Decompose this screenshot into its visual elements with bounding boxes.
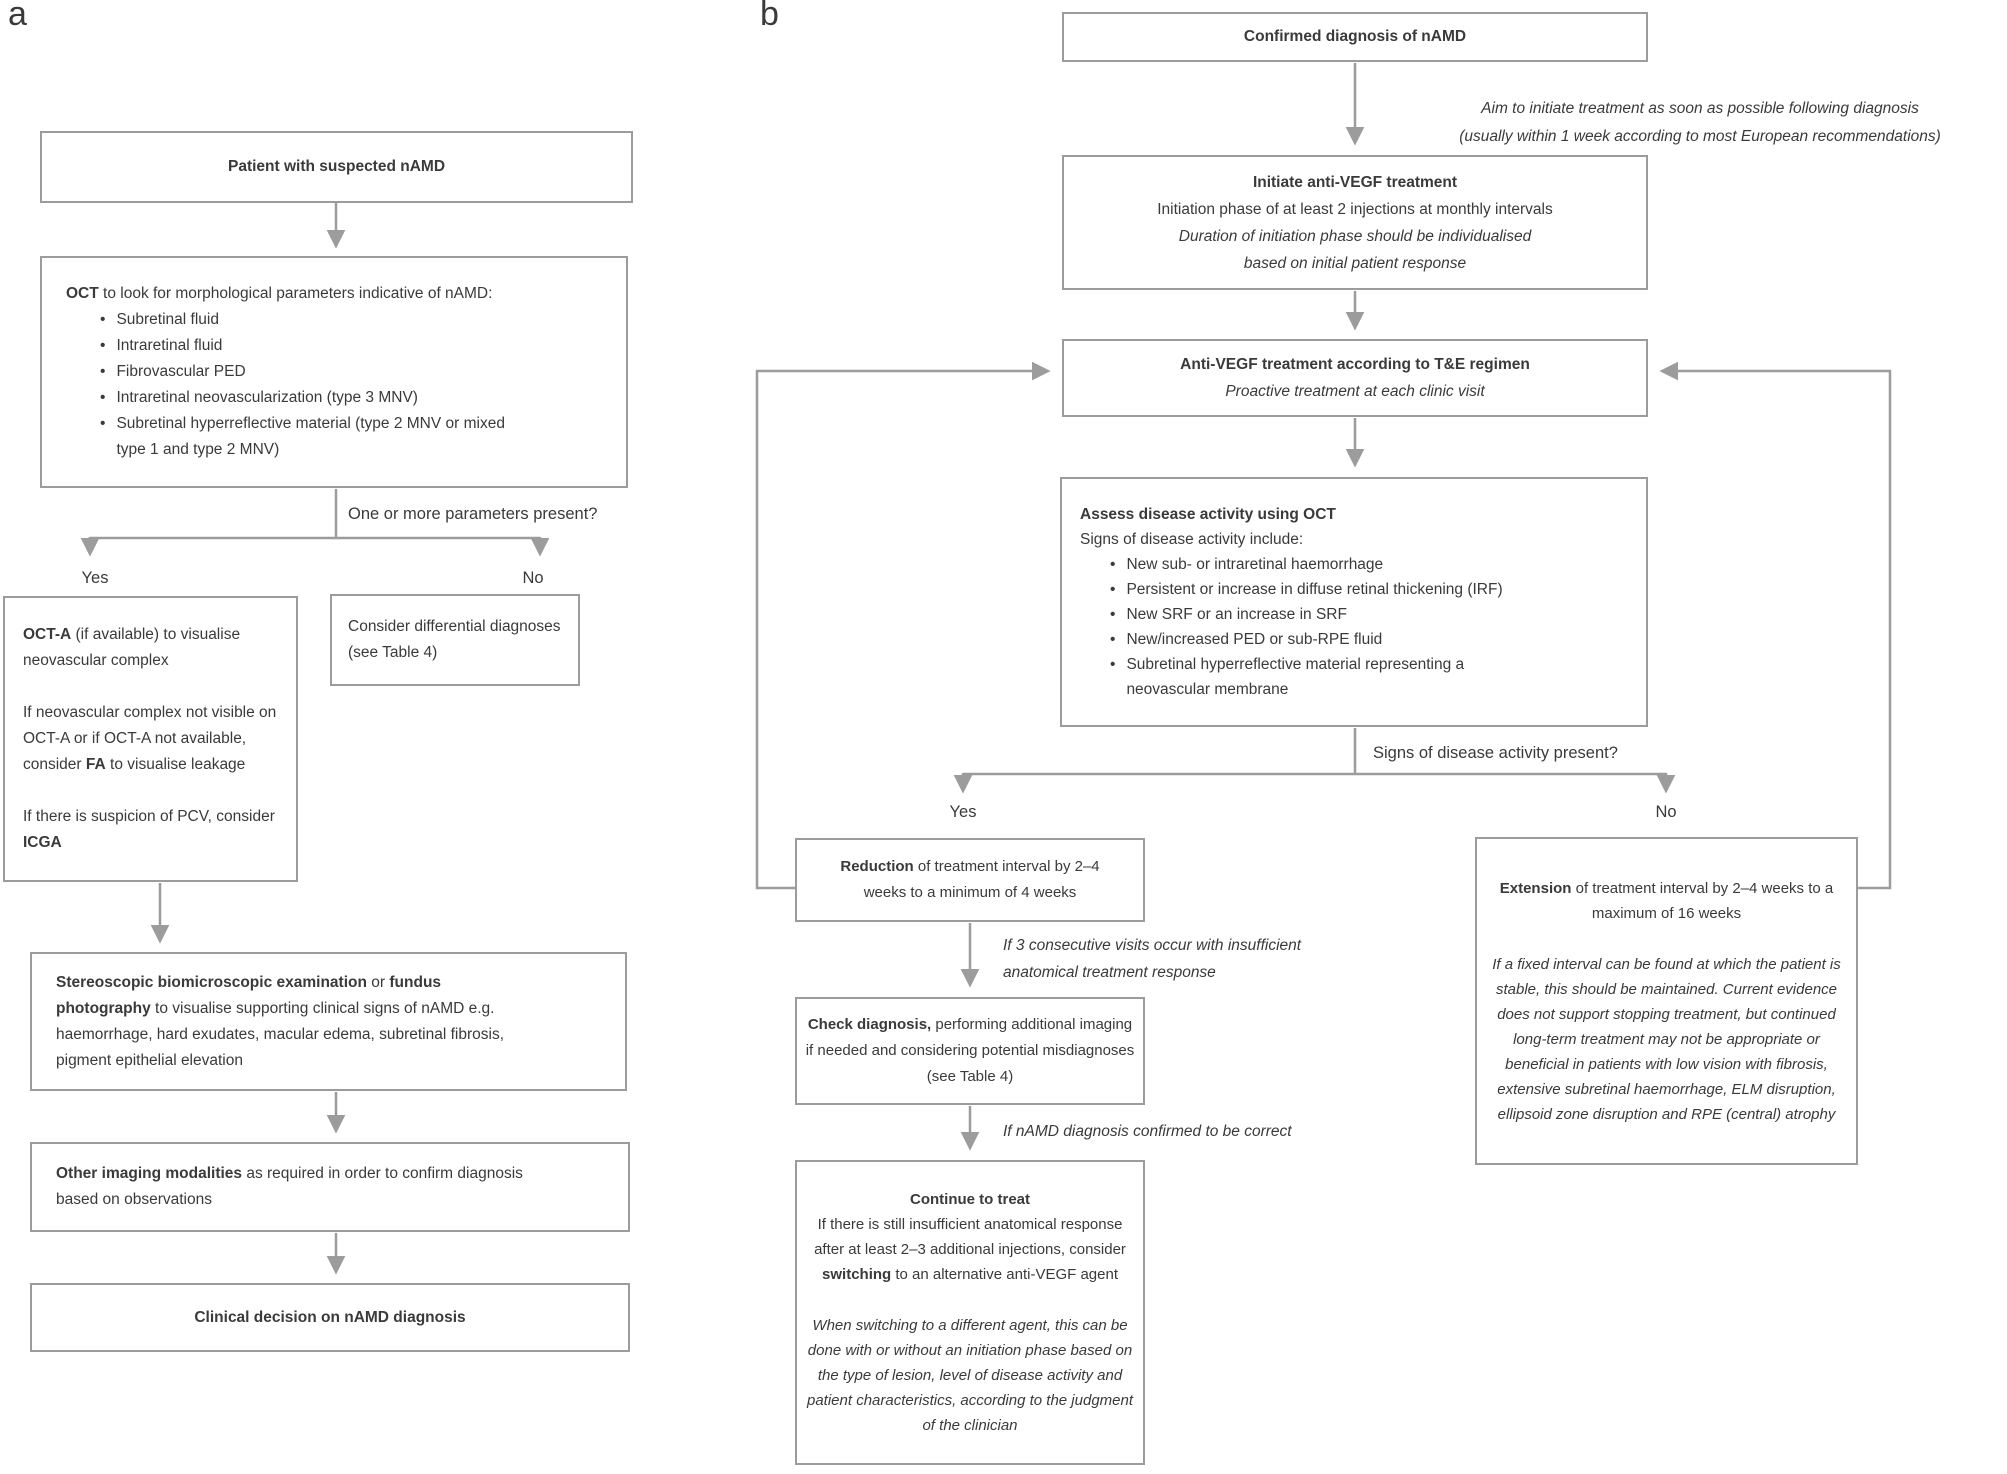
tae-regimen-box: Anti-VEGF treatment according to T&E reg… [1062, 339, 1648, 417]
yes-label-a: Yes [81, 569, 109, 587]
extension-interval-box: Extension of treatment interval by 2–4 w… [1475, 837, 1858, 1165]
question-parameters-label: One or more parameters present? [348, 505, 598, 523]
no-label-a: No [522, 569, 544, 587]
other-imaging-box: Other imaging modalities as required in … [30, 1142, 630, 1232]
yes-label-b: Yes [949, 803, 977, 821]
confirmed-diagnosis-box: Confirmed diagnosis of nAMD [1062, 12, 1648, 62]
no-label-b: No [1655, 803, 1677, 821]
check-diagnosis-box: Check diagnosis, performing additional i… [795, 997, 1145, 1105]
loop-extension-to-tae [1659, 361, 1892, 890]
reduction-interval-box: Reduction of treatment interval by 2–4 w… [795, 838, 1145, 922]
panel-a-label: a [8, 0, 27, 33]
clinical-decision-box: Clinical decision on nAMD diagnosis [30, 1283, 630, 1352]
differential-diagnoses-box: Consider differential diagnoses (see Tab… [330, 594, 580, 686]
clinical-examination-box: Stereoscopic biomicroscopic examination … [30, 952, 627, 1091]
question-activity-label: Signs of disease activity present? [1373, 744, 1618, 762]
initiation-timing-note-line2: (usually within 1 week according to most… [1459, 128, 1941, 145]
initiation-timing-note: Aim to initiate treatment as soon as pos… [1400, 95, 2000, 151]
consecutive-visits-note: If 3 consecutive visits occur with insuf… [1003, 937, 1302, 981]
octa-imaging-box: OCT-A (if available) to visualise neovas… [3, 596, 298, 882]
loop-reduction-to-tae [755, 361, 1051, 890]
initiation-timing-note-line1: Aim to initiate treatment as soon as pos… [1481, 100, 1919, 117]
panel-b-label: b [760, 0, 779, 33]
oct-parameters-box: OCT to look for morphological parameters… [40, 256, 628, 488]
patient-suspected-box: Patient with suspected nAMD [40, 131, 633, 203]
diagnosis-confirmed-note: If nAMD diagnosis confirmed to be correc… [1003, 1123, 1292, 1140]
